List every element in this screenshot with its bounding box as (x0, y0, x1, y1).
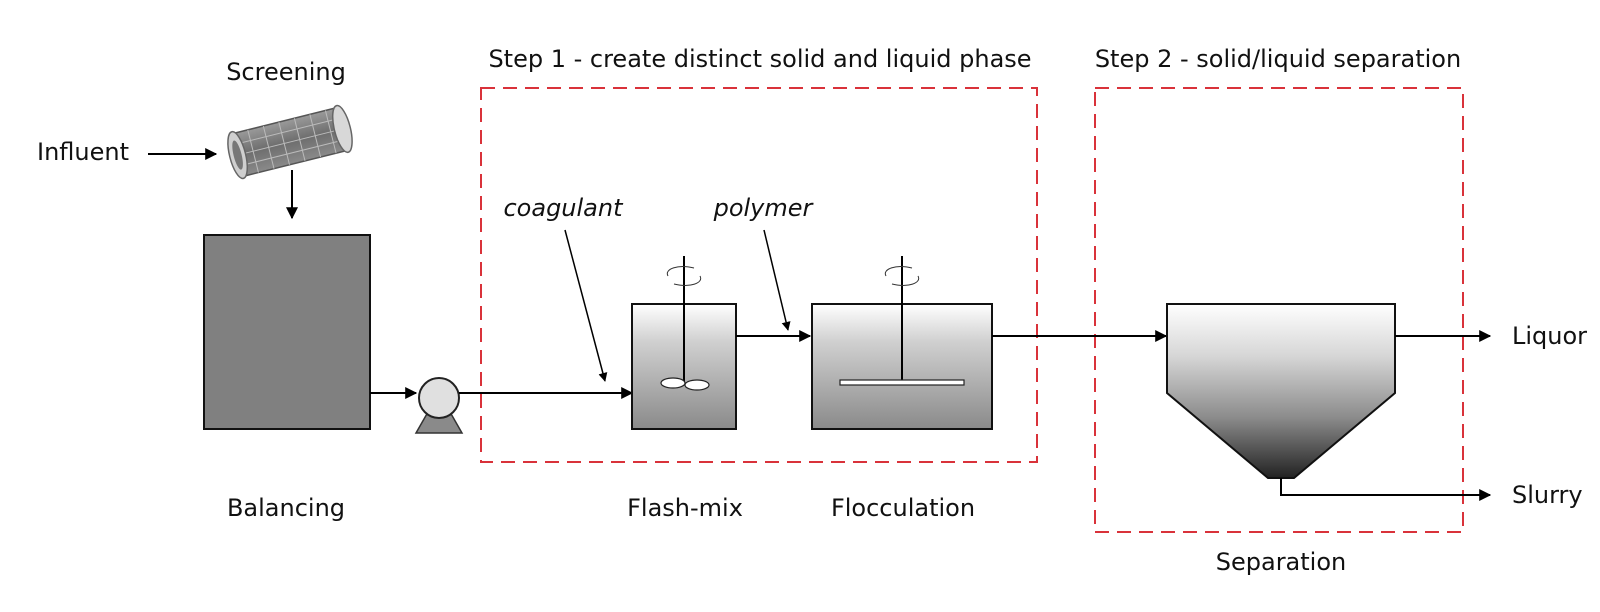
separation-label: Separation (1216, 548, 1347, 576)
polymer-label: polymer (713, 194, 815, 222)
balancing-tank (203, 234, 371, 430)
flash-mix-tank (631, 256, 737, 430)
step1-title: Step 1 - create distinct solid and liqui… (488, 45, 1031, 73)
step2-title: Step 2 - solid/liquid separation (1095, 45, 1461, 73)
step1-boundary (480, 87, 1038, 463)
liquor-label: Liquor (1512, 322, 1587, 350)
flash-mix-label: Flash-mix (627, 494, 743, 522)
pump (414, 377, 464, 434)
slurry-arrow (1280, 478, 1492, 501)
coagulant-label: coagulant (503, 194, 624, 222)
separator-tank (1166, 303, 1396, 479)
screening-drum (227, 104, 353, 180)
polymer-arrow (763, 229, 791, 331)
coagulant-arrow (564, 229, 608, 382)
slurry-label: Slurry (1512, 481, 1583, 509)
flocculation-label: Flocculation (831, 494, 975, 522)
screening-label: Screening (226, 58, 346, 86)
flocculation-tank (811, 256, 993, 430)
influent-label: Influent (37, 138, 129, 166)
step2-boundary (1094, 87, 1464, 533)
balancing-label: Balancing (227, 494, 345, 522)
